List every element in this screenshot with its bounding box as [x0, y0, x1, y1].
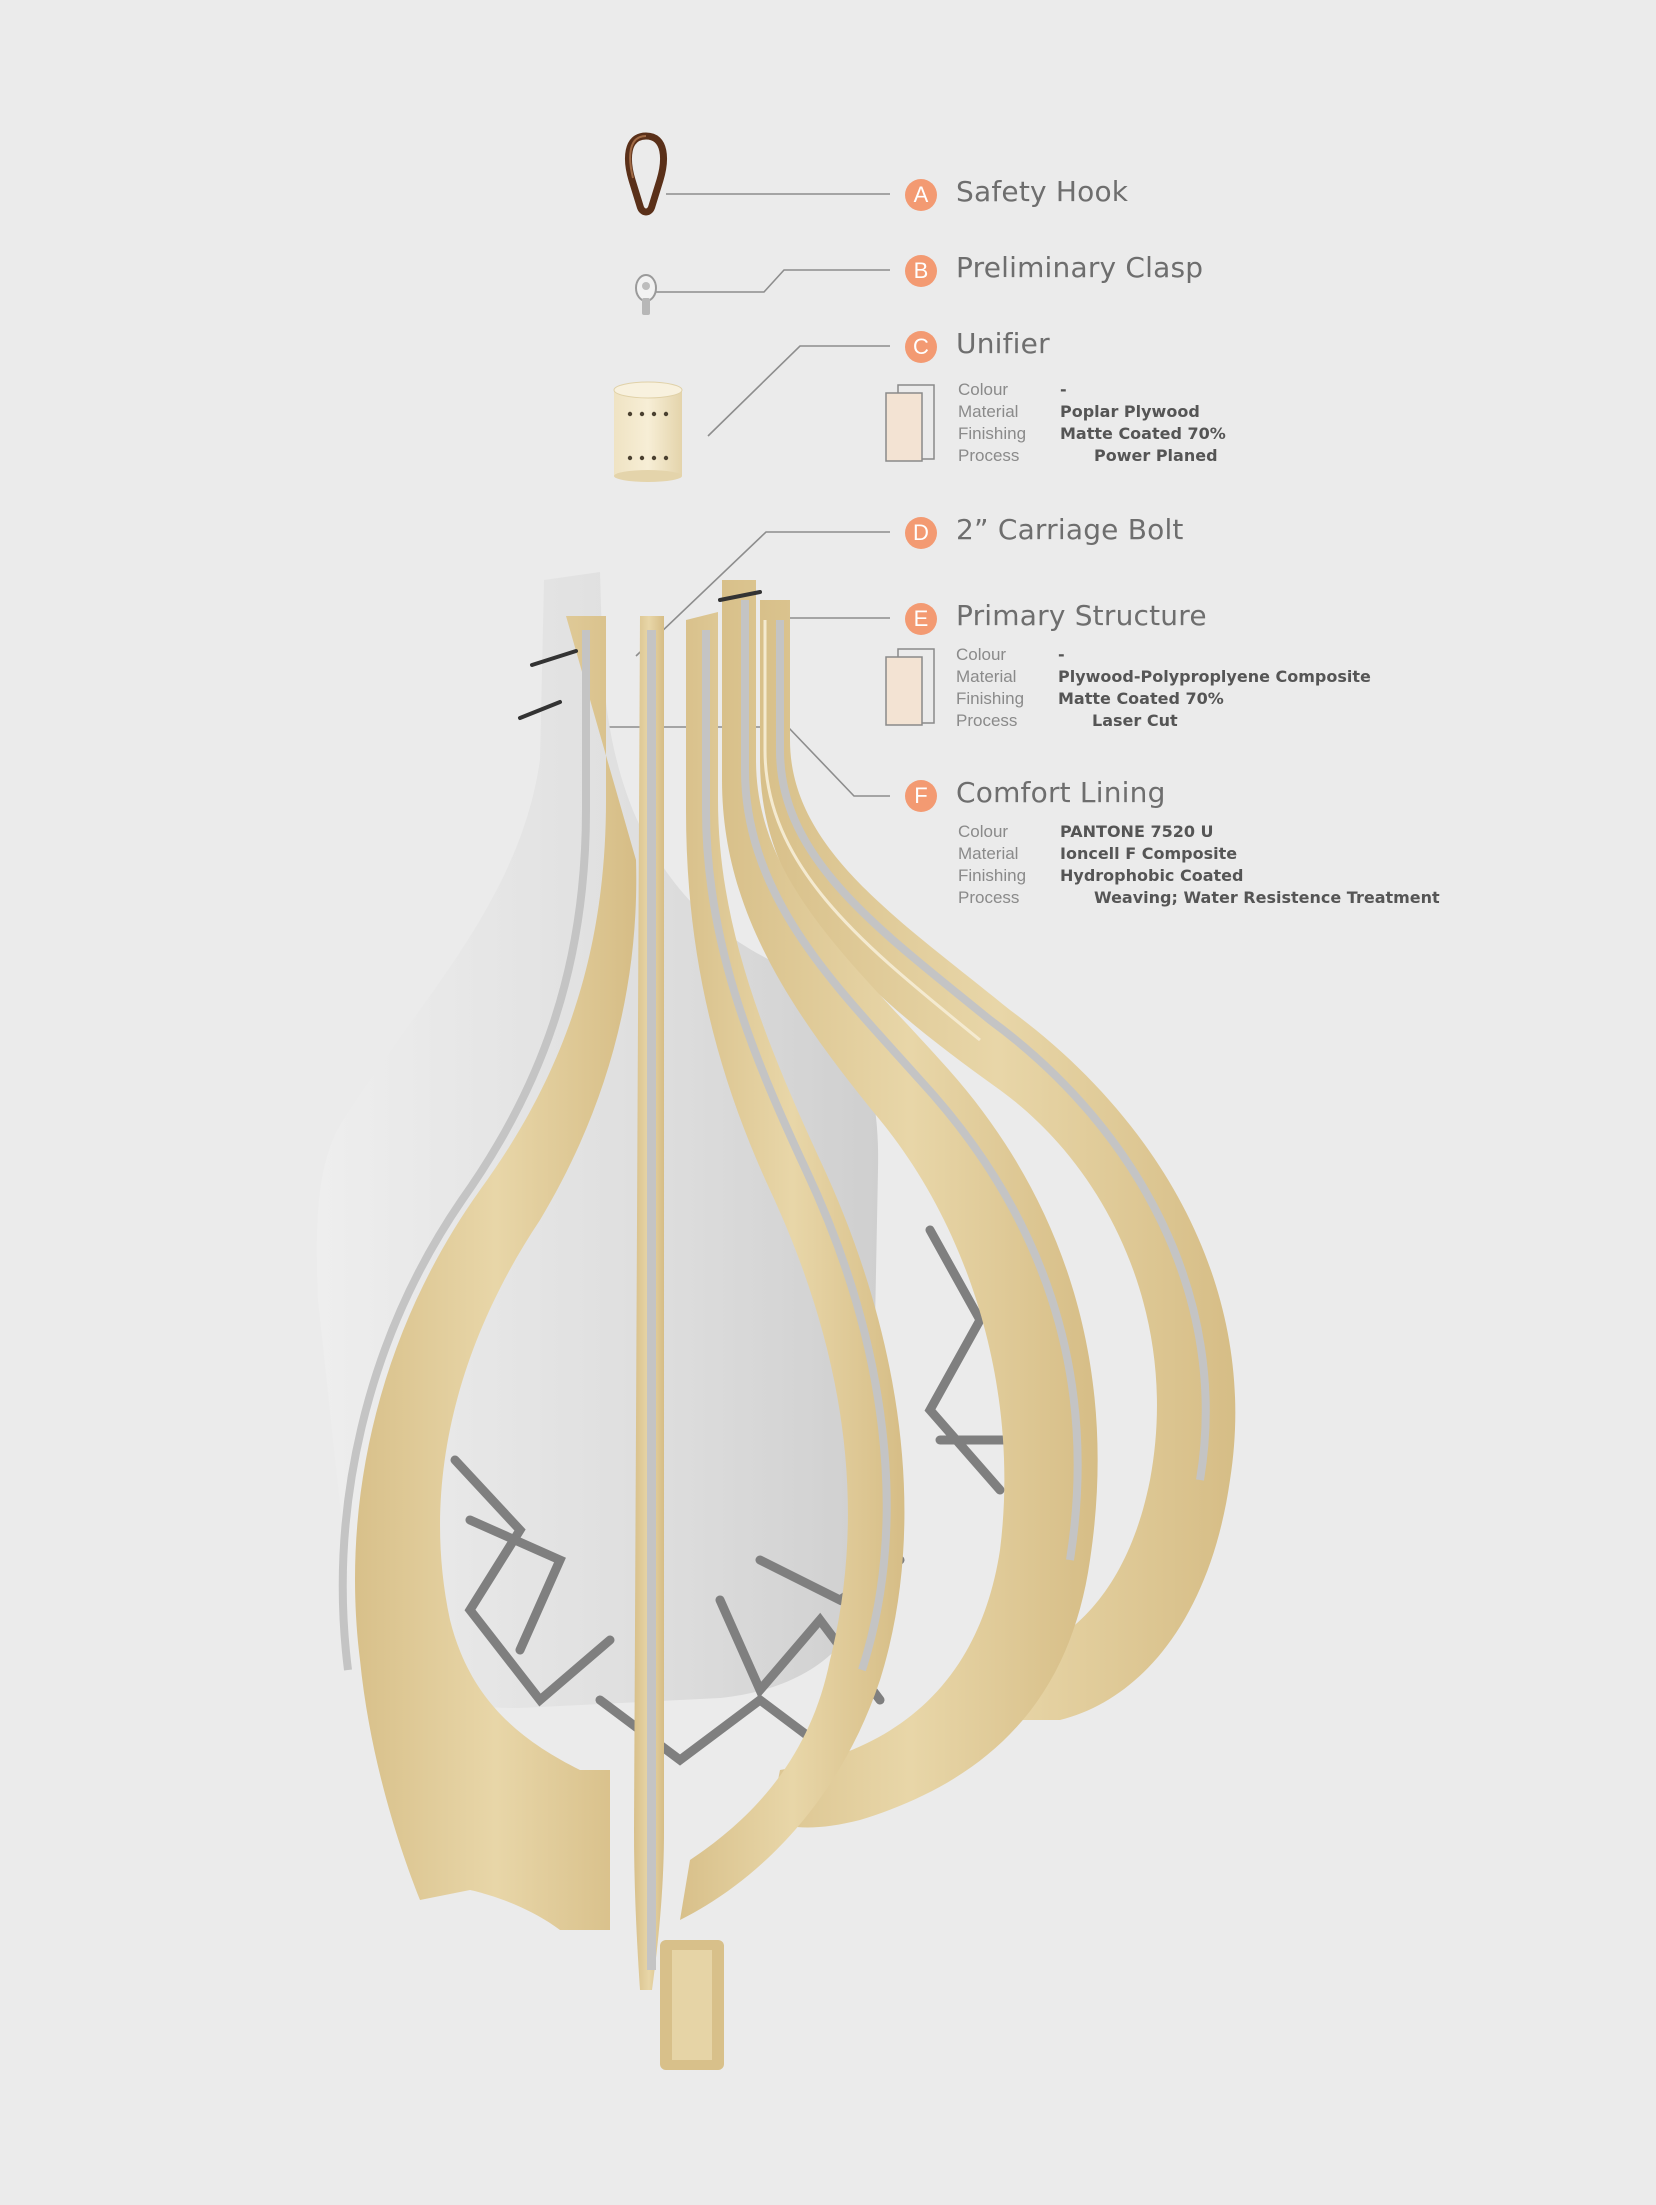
- spec-value: Matte Coated 70%: [1058, 689, 1224, 708]
- spec-key: Process: [958, 446, 1020, 465]
- spec-key: Colour: [958, 380, 1009, 399]
- leader-line-d: [635, 531, 890, 657]
- spec-value: Ioncell F Composite: [1060, 844, 1238, 863]
- safety-hook-icon: [625, 132, 667, 216]
- spec-key: Finishing: [958, 424, 1027, 443]
- primary-structure-rib-right: [760, 600, 1236, 1720]
- base-post: [660, 1940, 724, 2070]
- preliminary-clasp-icon: [635, 274, 657, 315]
- callout-title-preliminary-clasp: Preliminary Clasp: [956, 251, 1204, 284]
- spec-key: Finishing: [958, 866, 1027, 885]
- callout-badge-e: E: [905, 603, 937, 635]
- comfort-lining-shell: [316, 572, 879, 1709]
- material-swatch-icon: [885, 648, 935, 726]
- spec-key: Colour: [958, 822, 1009, 841]
- callout-title-comfort-lining: Comfort Lining: [956, 776, 1166, 809]
- spec-value: Matte Coated 70%: [1060, 424, 1226, 443]
- spec-value: Laser Cut: [1092, 711, 1178, 730]
- leader-line-c: [707, 345, 890, 437]
- callout-title-carriage-bolt: 2” Carriage Bolt: [956, 513, 1184, 546]
- spec-value: Hydrophobic Coated: [1060, 866, 1244, 885]
- callout-badge-f: F: [905, 780, 937, 812]
- callout-badge-c: C: [905, 331, 937, 363]
- spec-key: Process: [956, 711, 1018, 730]
- callout-title-unifier: Unifier: [956, 327, 1050, 360]
- spec-value: PANTONE 7520 U: [1060, 822, 1214, 841]
- primary-structure-rib-center: [634, 616, 664, 1990]
- callout-badge-d: D: [905, 517, 937, 549]
- spec-key: Process: [958, 888, 1020, 907]
- spec-value: -: [1058, 645, 1065, 664]
- carriage-bolt-icon: [518, 590, 762, 720]
- spec-value: Poplar Plywood: [1060, 402, 1200, 421]
- leader-line-f: [560, 726, 890, 797]
- spec-key: Material: [958, 844, 1019, 863]
- primary-structure-rib-left: [338, 616, 637, 1930]
- spec-value: Weaving; Water Resistence Treatment: [1094, 888, 1440, 907]
- spec-value: Plywood-Polyproplyene Composite: [1058, 667, 1371, 686]
- leader-line-b: [646, 269, 890, 293]
- spec-value: Power Planed: [1094, 446, 1218, 465]
- spec-key: Finishing: [956, 689, 1025, 708]
- callout-title-primary-structure: Primary Structure: [956, 599, 1207, 632]
- spec-key: Material: [956, 667, 1017, 686]
- callout-badge-b: B: [905, 255, 937, 287]
- callout-badge-a: A: [905, 179, 937, 211]
- spec-key: Colour: [956, 645, 1007, 664]
- leader-lines: [560, 193, 890, 797]
- spec-value: -: [1060, 380, 1067, 399]
- primary-structure-rib-center-right: [680, 612, 905, 1920]
- callout-title-safety-hook: Safety Hook: [956, 175, 1129, 208]
- spec-key: Material: [958, 402, 1019, 421]
- primary-structure-rib-mid-right: [722, 580, 1098, 1828]
- material-swatch-icon: [885, 384, 935, 462]
- unifier-cylinder-icon: [613, 381, 683, 482]
